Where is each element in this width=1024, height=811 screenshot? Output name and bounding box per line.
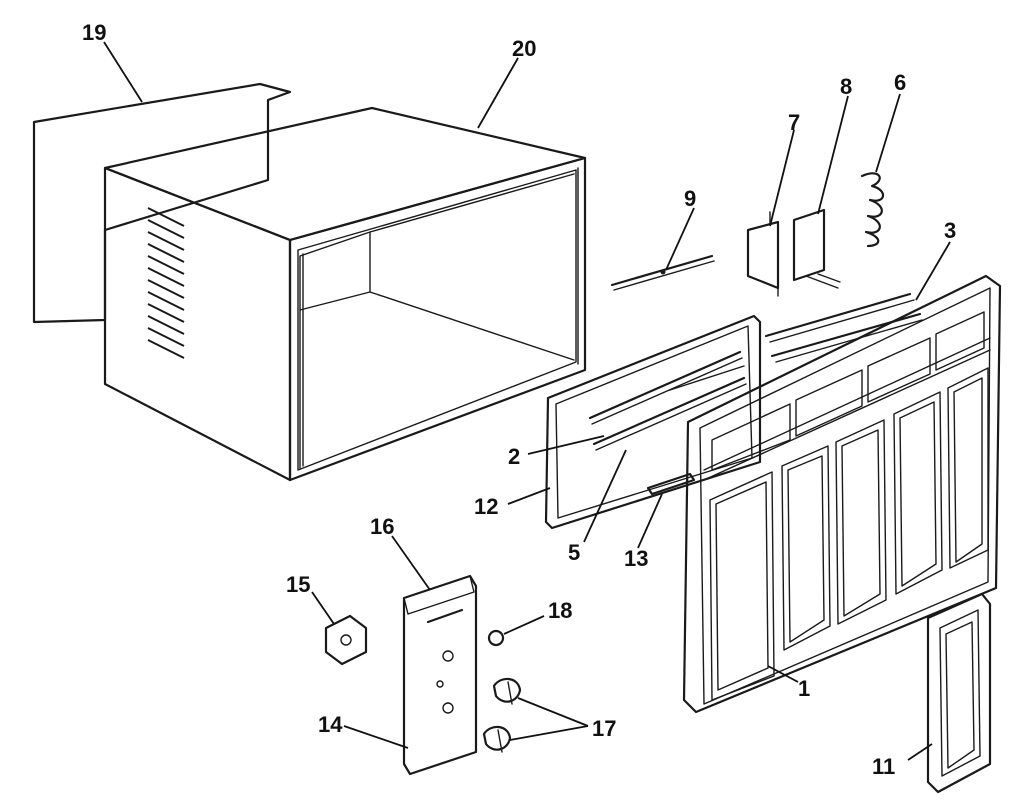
- part-14-16-control-plate: [402, 574, 478, 776]
- part-20-cabinet: [103, 106, 587, 482]
- part-17-knobs: [482, 677, 522, 753]
- part-2-5-slats: [588, 350, 747, 451]
- callout-19: 19: [82, 20, 106, 45]
- part-8-bracket: [792, 208, 841, 289]
- callout-11: 11: [872, 754, 895, 779]
- leader-lines: [103, 41, 951, 761]
- callout-15: 15: [286, 572, 310, 597]
- callout-18: 18: [548, 598, 572, 623]
- part-19-filter-mesh: [32, 82, 292, 324]
- callout-8: 8: [840, 74, 852, 99]
- callout-13: 13: [624, 546, 648, 571]
- callout-3: 3: [944, 218, 956, 243]
- callout-1: 1: [798, 676, 810, 701]
- callout-16: 16: [370, 514, 394, 539]
- callout-17: 17: [592, 716, 616, 741]
- callout-7: 7: [788, 110, 800, 135]
- callout-9: 9: [684, 186, 696, 211]
- callout-20: 20: [512, 36, 536, 61]
- part-6-spring-clip: [860, 172, 885, 248]
- callout-5: 5: [568, 540, 580, 565]
- part-7-bracket: [746, 211, 780, 297]
- part-15-switch-block: [324, 614, 368, 666]
- callout-12: 12: [474, 494, 498, 519]
- part-13-strip: [646, 472, 696, 496]
- callout-6: 6: [894, 70, 906, 95]
- part-9-rod: [610, 254, 715, 291]
- cabinet-louvers: [147, 207, 185, 359]
- part-11-small-door: [926, 592, 992, 794]
- callout-labels: 19 20 9 7 8 6 3 2 12 5 13 1 11 16 15 18 …: [82, 20, 956, 779]
- part-18-grommet: [487, 629, 505, 647]
- callout-14: 14: [318, 712, 343, 737]
- callout-2: 2: [508, 444, 520, 469]
- part-1-front-grille: [682, 274, 1002, 714]
